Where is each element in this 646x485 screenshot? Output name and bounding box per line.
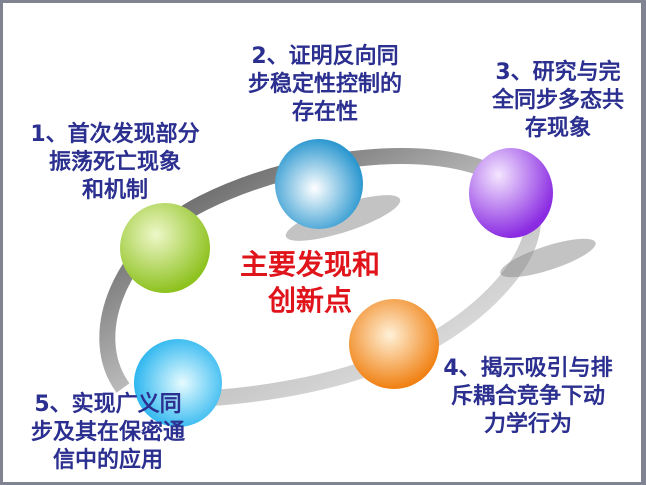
slide: 主要发现和 创新点 1、首次发现部分 振荡死亡现象 和机制 2、证明反向同 步稳… — [3, 3, 641, 482]
item-4-label: 4、揭示吸引与排 斥耦合竞争下动 力学行为 — [428, 355, 628, 439]
label-line: 5、实现广义同 — [34, 392, 182, 417]
center-title-line: 主要发现和 — [239, 248, 380, 281]
label-line: 存在性 — [291, 100, 358, 125]
shadow — [500, 238, 596, 278]
label-line: 3、研究与完 — [495, 60, 621, 85]
cycle-diagram — [99, 139, 596, 427]
label-line: 步及其在保密通 — [30, 420, 185, 445]
label-line: 步稳定性控制的 — [247, 72, 402, 97]
item-1-label: 1、首次发现部分 振荡死亡现象 和机制 — [5, 121, 225, 205]
center-title: 主要发现和 创新点 — [215, 247, 405, 319]
center-title-line: 创新点 — [267, 284, 352, 317]
label-line: 斥耦合竞争下动 — [450, 384, 605, 409]
label-line: 振荡死亡现象 — [48, 150, 181, 175]
label-line: 2、证明反向同 — [251, 44, 399, 69]
label-line: 存现象 — [524, 116, 591, 141]
node-2-ball — [275, 139, 363, 229]
label-line: 1、首次发现部分 — [30, 122, 200, 147]
item-3-label: 3、研究与完 全同步多态共 存现象 — [473, 59, 641, 143]
label-line: 4、揭示吸引与排 — [443, 356, 613, 381]
node-1-ball — [120, 203, 210, 293]
item-2-label: 2、证明反向同 步稳定性控制的 存在性 — [225, 43, 425, 127]
label-line: 全同步多态共 — [491, 88, 624, 113]
label-line: 信中的应用 — [52, 448, 163, 473]
label-line: 和机制 — [81, 178, 148, 203]
node-4-ball — [349, 299, 439, 389]
item-5-label: 5、实现广义同 步及其在保密通 信中的应用 — [8, 391, 208, 475]
label-line: 力学行为 — [483, 412, 572, 437]
node-3-ball — [469, 148, 553, 238]
node-5-ball — [134, 339, 222, 427]
